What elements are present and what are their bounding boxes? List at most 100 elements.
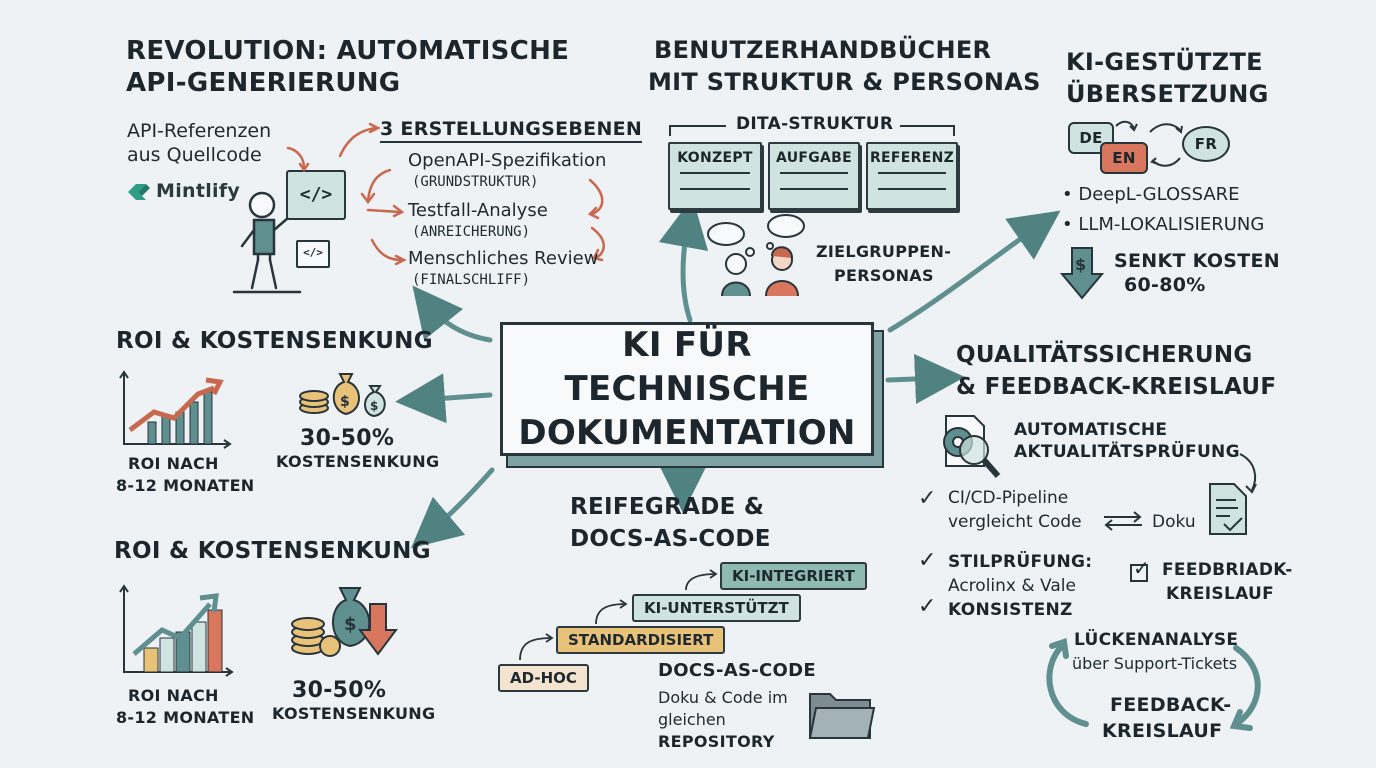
code-screen-small: </>	[296, 240, 330, 268]
fb-line1: FEEDBRIADK-	[1162, 560, 1293, 580]
maturity-step-standardisiert: STANDARDISIERT	[556, 626, 726, 654]
api-title-line2: API-GENERIERUNG	[126, 68, 401, 98]
check-curve-arrow	[1239, 453, 1257, 494]
maturity-step-adhoc: AD-HOC	[498, 664, 589, 692]
translate-arrows-icon	[1115, 120, 1183, 167]
roi-bottom-cost-line2: KOSTENSENKUNG	[272, 704, 436, 723]
personas-line2: PERSONAS	[834, 266, 934, 285]
cost-down-dollar: $	[1075, 255, 1086, 274]
loop-line2: KREISLAUF	[1102, 720, 1223, 742]
feedback-checkbox-icon: ✓	[1130, 556, 1150, 582]
fb-line2: KREISLAUF	[1166, 584, 1275, 604]
check-line2: AKTUALITÄTSPRÜFUNG	[1014, 442, 1240, 462]
dita-label: DITA-STRUKTUR	[736, 114, 894, 134]
gear-magnifier-icon	[943, 415, 1001, 478]
feedback-checkbox-mark: ✓	[1133, 556, 1150, 580]
translation-title-line1: KI-GESTÜTZTE	[1066, 48, 1263, 76]
document-check-icon	[1209, 483, 1247, 535]
gap-line1: LÜCKENANALYSE	[1074, 630, 1239, 650]
api-ref-line1: API-Referenzen	[127, 120, 272, 142]
arrow-to-manuals	[658, 197, 709, 323]
topic-card-konzept: KONZEPT	[668, 142, 762, 210]
roi-top-cost-line1: 30-50%	[300, 426, 395, 451]
translation-bullet-2: • LLM-LOKALISIERUNG	[1062, 214, 1265, 235]
money-bag-dollar: $	[340, 394, 350, 410]
check-line1: AUTOMATISCHE	[1014, 420, 1168, 440]
roi-top-cost-line2: KOSTENSENKUNG	[276, 452, 440, 471]
maturity-step-arrows	[519, 569, 718, 661]
center-title-line1: KI FÜR TECHNISCHE	[564, 325, 810, 409]
gap-line2: über Support-Tickets	[1072, 654, 1238, 673]
roi-top-title: ROI & KOSTENSENKUNG	[116, 328, 433, 354]
doku-label: Doku	[1152, 512, 1196, 532]
roi-bottom-chart-icon	[119, 584, 234, 677]
money-bag-small-dollar: $	[370, 399, 378, 413]
docs-line3: REPOSITORY	[658, 732, 775, 751]
center-topic-box: KI FÜR TECHNISCHE DOKUMENTATION	[500, 322, 874, 456]
roi-bottom-line2: 8-12 MONATEN	[116, 708, 255, 727]
dita-bracket	[669, 125, 955, 136]
topic-lines	[780, 172, 848, 190]
lang-de-label: DE	[1079, 129, 1103, 147]
code-screen-large: </>	[286, 170, 346, 220]
compare-arrows-icon	[1104, 511, 1142, 531]
arrow-to-roi-top	[395, 373, 493, 424]
arrow-to-translation	[887, 210, 1061, 333]
topic-lines	[878, 172, 946, 190]
level-3-sub: (FINALSCHLIFF)	[412, 272, 531, 288]
style-check: ✓	[918, 548, 937, 573]
lang-bubble-fr: FR	[1182, 126, 1230, 162]
levels-title: 3 ERSTELLUNGSEBENEN	[380, 118, 643, 143]
style-line1: STILPRÜFUNG:	[948, 552, 1093, 572]
topic-konzept-label: KONZEPT	[677, 150, 753, 166]
translation-bullet-1-text: DeepL-GLOSSARE	[1078, 184, 1240, 205]
manuals-title-line2: MIT STRUKTUR & PERSONAS	[648, 68, 1041, 96]
personas-line1: ZIELGRUPPEN-	[816, 242, 952, 261]
roi-bottom-cost-line1: 30-50%	[292, 678, 387, 703]
docs-line1: Doku & Code im	[658, 688, 788, 707]
level-2-label: Testfall-Analyse	[408, 200, 548, 221]
topic-card-aufgabe: AUFGABE	[768, 142, 860, 210]
level-3-label: Menschliches Review	[408, 248, 599, 269]
maturity-step-ki-integriert: KI-INTEGRIERT	[720, 562, 867, 590]
style-line3: KONSISTENZ	[948, 600, 1073, 620]
lang-en-label: EN	[1112, 149, 1136, 167]
roi-bottom-line1: ROI NACH	[128, 686, 219, 705]
topic-lines	[680, 172, 750, 190]
level-1-label: OpenAPI-Spezifikation	[408, 150, 607, 171]
consistency-check: ✓	[918, 594, 937, 619]
roi-top-chart-icon	[119, 370, 232, 449]
quality-title-line1: QUALITÄTSSICHERUNG	[956, 342, 1253, 368]
feedback-loop-arrows	[1046, 638, 1261, 731]
center-title-line2: DOKUMENTATION	[518, 413, 856, 453]
api-ref-line2: aus Quellcode	[127, 144, 262, 166]
folder-icon	[808, 693, 876, 739]
api-flow-arrows	[286, 122, 605, 266]
arrow-to-quality	[885, 353, 965, 404]
cicd-check: ✓	[918, 486, 937, 511]
mintlify-label: Mintlify	[156, 180, 241, 202]
loop-line1: FEEDBACK-	[1110, 694, 1232, 716]
money-down-icon: $	[291, 587, 398, 657]
lang-bubble-en: EN	[1100, 142, 1148, 174]
code-glyph-small: </>	[303, 246, 323, 259]
topic-card-referenz: REFERENZ	[866, 142, 958, 210]
arrow-to-roi-bottom	[410, 467, 495, 549]
cost-down-arrow-icon: $	[1059, 247, 1105, 300]
level-1-sub: (GRUNDSTRUKTUR)	[412, 174, 539, 190]
lang-fr-label: FR	[1194, 135, 1218, 153]
roi-top-line1: ROI NACH	[128, 454, 219, 473]
docs-title: DOCS-AS-CODE	[658, 660, 816, 681]
translation-title-line2: ÜBERSETZUNG	[1066, 80, 1269, 108]
roi-bottom-title: ROI & KOSTENSENKUNG	[114, 538, 431, 564]
quality-title-line2: & FEEDBACK-KREISLAUF	[956, 374, 1277, 400]
manuals-title-line1: BENUTZERHANDBÜCHER	[654, 36, 992, 64]
maturity-step-ki-unterstuetzt: KI-UNTERSTÜTZT	[632, 594, 801, 622]
style-line2: Acrolinx & Vale	[948, 576, 1076, 596]
translation-bullet-1: • DeepL-GLOSSARE	[1062, 184, 1240, 205]
money-down-dollar: $	[344, 614, 357, 635]
translation-bullet-2-text: LLM-LOKALISIERUNG	[1078, 214, 1265, 235]
arrow-to-api	[412, 285, 493, 343]
topic-referenz-label: REFERENZ	[869, 150, 955, 166]
